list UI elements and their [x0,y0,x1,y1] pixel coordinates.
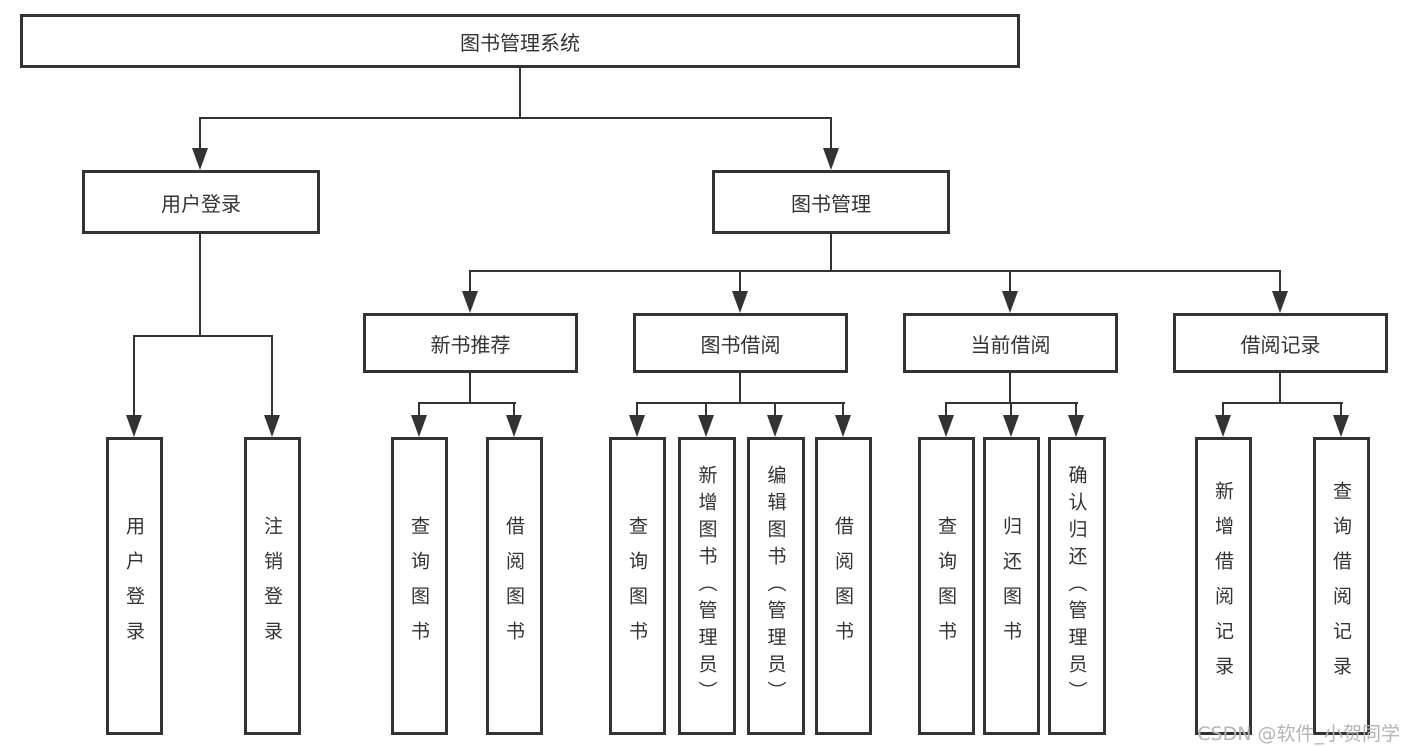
leaf-add-books-admin-label: 新增图书（管理员） [695,464,718,708]
arrow-down-add-books-admin [698,415,714,437]
leaf-query-books-current-label: 查询图书 [935,516,957,656]
arrow-down-user-login [192,148,208,170]
arrow-down-query-borrow-record [1333,415,1349,437]
leaf-add-books-admin: 新增图书（管理员） [678,437,736,735]
leaf-query-books-recommend-label: 查询图书 [408,516,430,656]
node-current-borrow: 当前借阅 [903,313,1118,373]
connector-root-trunk [519,66,521,119]
leaf-borrow-books-recommend: 借阅图书 [486,437,543,735]
leaf-user-login-label: 用户登录 [123,516,145,656]
arrow-down-return-books [1003,415,1019,437]
leaf-confirm-return-admin: 确认归还（管理员） [1048,437,1106,735]
arrow-down-query-books-recommend [411,415,427,437]
connector-recommend-splitter [419,402,516,404]
connector-stem-book-borrow [739,270,741,293]
leaf-logout: 注销登录 [244,437,301,735]
connector-recommend-trunk [469,371,471,404]
leaf-edit-books-admin-label: 编辑图书（管理员） [764,464,787,708]
leaf-return-books-label: 归还图书 [1000,516,1022,656]
node-book-borrow: 图书借阅 [633,313,848,373]
arrow-down-add-borrow-record [1215,415,1231,437]
arrow-down-query-books-borrow [629,415,645,437]
connector-level2-splitter [200,117,832,119]
arrow-down-edit-books-admin [767,415,783,437]
connector-user-login-trunk [199,232,201,337]
leaf-borrow-books-label: 借阅图书 [832,516,854,656]
node-book-management: 图书管理 [712,170,950,234]
arrow-down-new-book-recommend [462,291,478,313]
node-new-book-recommend: 新书推荐 [363,313,578,373]
arrow-down-current-borrow [1002,291,1018,313]
leaf-query-books-borrow-label: 查询图书 [626,516,648,656]
connector-stem-book-management [830,117,832,151]
connector-stem-user-login [199,117,201,151]
arrow-down-leaf-user-login [126,415,142,437]
connector-current-splitter [946,402,1078,404]
arrow-down-borrow-books [835,415,851,437]
arrow-down-book-management [823,148,839,170]
connector-records-trunk [1279,371,1281,404]
leaf-add-borrow-record: 新增借阅记录 [1195,437,1252,735]
connector-stem-return-books [1010,402,1012,417]
leaf-query-books-recommend: 查询图书 [391,437,448,735]
leaf-query-books-current: 查询图书 [918,437,975,735]
arrow-down-confirm-return-admin [1068,415,1084,437]
connector-stem-add-books-admin [705,402,707,417]
arrow-down-borrow-books-recommend [506,415,522,437]
leaf-confirm-return-admin-label: 确认归还（管理员） [1065,464,1088,708]
connector-records-splitter [1223,402,1343,404]
connector-stem-leaf-user-login [133,335,135,417]
arrow-down-leaf-logout [264,415,280,437]
leaf-borrow-books-recommend-label: 借阅图书 [503,516,525,656]
connector-stem-borrow-records [1279,270,1281,293]
connector-stem-query-books-recommend [418,402,420,417]
connector-stem-query-books-current [945,402,947,417]
leaf-edit-books-admin: 编辑图书（管理员） [747,437,805,735]
connector-stem-add-borrow-record [1222,402,1224,417]
connector-stem-borrow-books [842,402,844,417]
node-library-system: 图书管理系统 [20,14,1020,68]
connector-stem-query-books-borrow [636,402,638,417]
connector-stem-edit-books-admin [774,402,776,417]
arrow-down-borrow-records [1272,291,1288,313]
leaf-query-books-borrow: 查询图书 [609,437,666,735]
leaf-add-borrow-record-label: 新增借阅记录 [1212,481,1234,691]
connector-current-trunk [1009,371,1011,404]
connector-book-management-trunk [830,232,832,272]
connector-stem-current-borrow [1009,270,1011,293]
connector-stem-confirm-return-admin [1075,402,1077,417]
node-user-login: 用户登录 [82,170,320,234]
leaf-return-books: 归还图书 [983,437,1040,735]
connector-borrow-splitter [637,402,845,404]
arrow-down-query-books-current [938,415,954,437]
leaf-borrow-books: 借阅图书 [815,437,872,735]
watermark: CSDN @软件_小贺同学 [1197,723,1400,745]
leaf-query-borrow-record: 查询借阅记录 [1313,437,1370,735]
connector-stem-query-borrow-record [1340,402,1342,417]
connector-borrow-trunk [739,371,741,404]
node-borrow-records: 借阅记录 [1173,313,1388,373]
arrow-down-book-borrow [732,291,748,313]
leaf-logout-label: 注销登录 [261,516,283,656]
connector-stem-borrow-books-recommend [513,402,515,417]
connector-stem-new-book-recommend [469,270,471,293]
connector-user-login-splitter [133,335,273,337]
leaf-user-login: 用户登录 [106,437,163,735]
connector-level3-splitter [470,270,1281,272]
connector-stem-leaf-logout [271,335,273,417]
leaf-query-borrow-record-label: 查询借阅记录 [1330,481,1352,691]
